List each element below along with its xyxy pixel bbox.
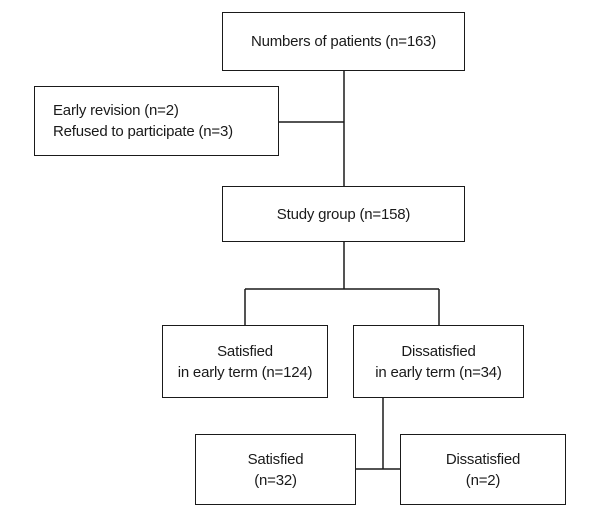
study-group-text: Study group (n=158) [276,205,411,223]
study-group-box: Study group (n=158) [222,186,465,242]
satisfied-early-text-1: Satisfied [217,342,273,360]
dissatisfied-early-box: Dissatisfied in early term (n=34) [353,325,524,398]
satisfied-early-box: Satisfied in early term (n=124) [162,325,328,398]
later-satisfied-text-2: (n=32) [254,471,297,489]
excluded-box: Early revision (n=2) Refused to particip… [34,86,279,156]
excluded-text-1: Early revision (n=2) [53,102,179,119]
dissatisfied-early-text-1: Dissatisfied [401,342,476,360]
later-satisfied-box: Satisfied (n=32) [195,434,356,505]
enrolled-box: Numbers of patients (n=163) [222,12,465,71]
excluded-text-2: Refused to participate (n=3) [53,123,233,140]
later-dissatisfied-text-2: (n=2) [465,471,501,489]
later-dissatisfied-box: Dissatisfied (n=2) [400,434,566,505]
satisfied-early-text-2: in early term (n=124) [177,363,313,381]
later-dissatisfied-text-1: Dissatisfied [445,450,521,468]
later-satisfied-text-1: Satisfied [247,450,304,468]
enrolled-text: Numbers of patients (n=163) [250,33,437,50]
dissatisfied-early-text-2: in early term (n=34) [375,363,502,381]
